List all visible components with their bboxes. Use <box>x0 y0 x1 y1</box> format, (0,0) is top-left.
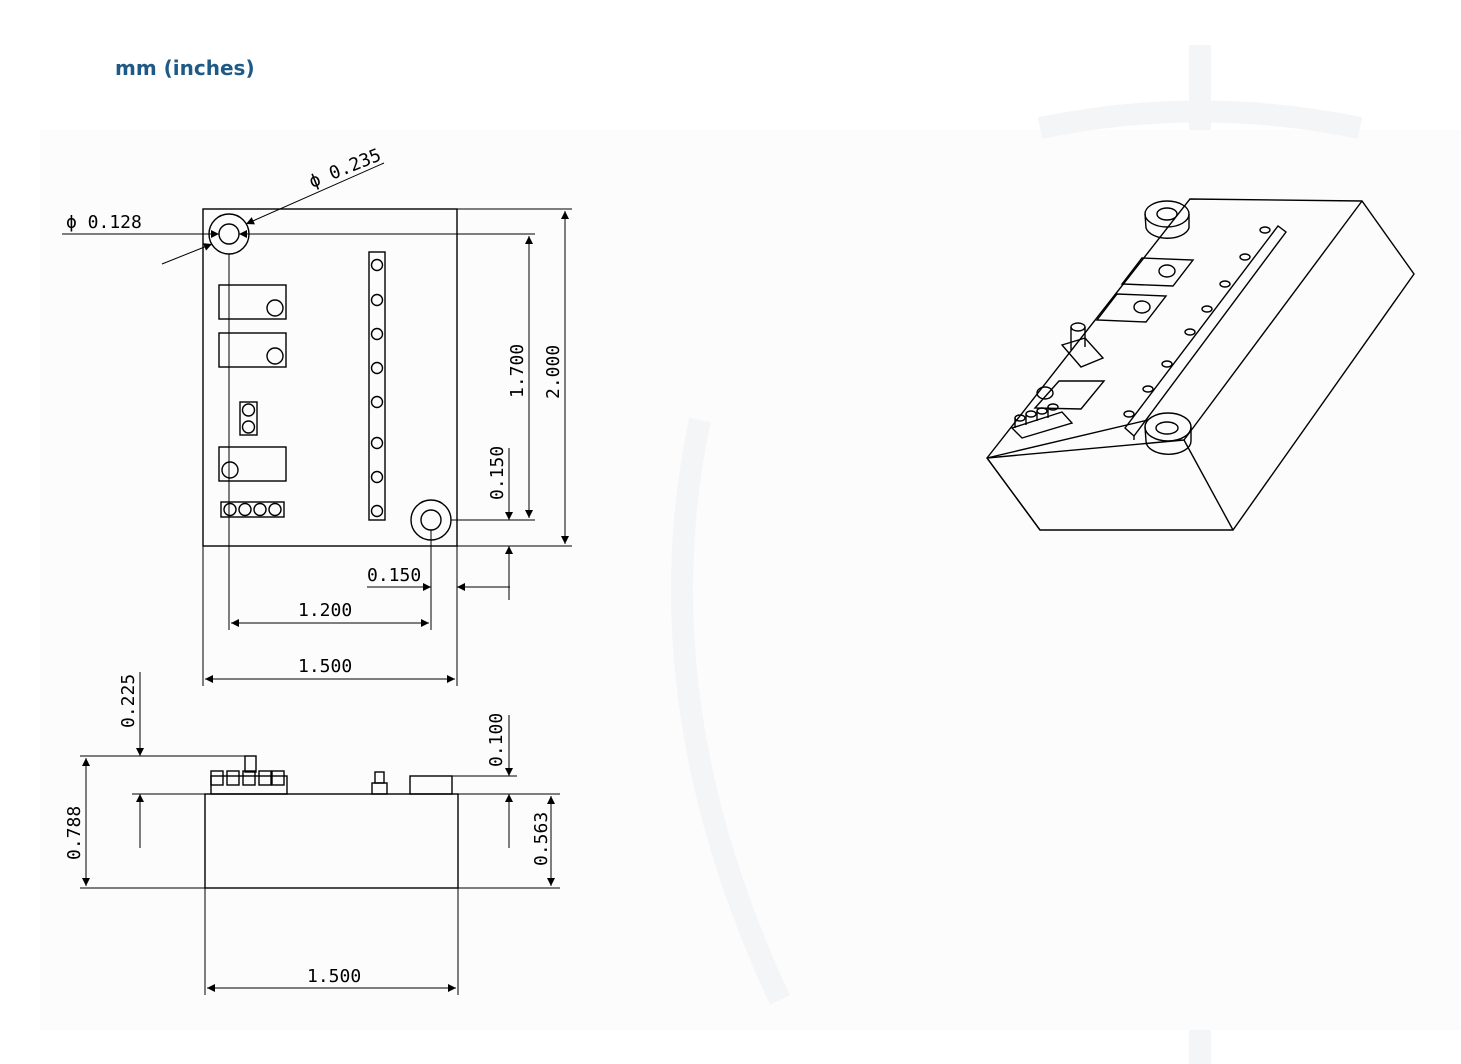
component-3 <box>239 401 258 436</box>
dim-width-1500-side: 1.500 <box>207 966 456 992</box>
side-pin <box>371 771 388 795</box>
dim-label-connector-height: 0.100 <box>486 713 507 767</box>
isometric-view <box>986 198 1415 531</box>
iso-standoff-bottom <box>1144 412 1192 455</box>
iso-connector <box>1010 403 1074 439</box>
dim-total-height-0788: 0.788 <box>64 758 90 886</box>
iso-component-2 <box>1095 293 1168 323</box>
side-block <box>409 775 453 795</box>
iso-component-1 <box>1120 257 1195 287</box>
units-label: mm (inches) <box>115 56 255 80</box>
dim-body-height-0563: 0.563 <box>531 796 555 886</box>
iso-component-3 <box>1060 322 1105 368</box>
component-1 <box>218 284 287 320</box>
iso-component-4 <box>1033 380 1106 410</box>
dim-height-2000: 2.000 <box>457 208 572 547</box>
dim-label-spacing-h: 1.200 <box>298 600 352 621</box>
dim-label-pin-height: 0.225 <box>118 674 139 728</box>
dim-spacing-1700: 1.700 <box>451 236 535 521</box>
dim-diameter-0128: ϕ 0.128 <box>62 212 535 238</box>
dim-offset-0150-h: 0.150 <box>202 254 510 686</box>
dim-label-width-side: 1.500 <box>307 966 361 987</box>
dim-label-dia-hole: ϕ 0.128 <box>66 212 142 233</box>
component-2 <box>218 332 287 368</box>
module-body <box>204 793 459 889</box>
dim-label-spacing-v: 1.700 <box>507 344 528 398</box>
top-view: ϕ 0.235 ϕ 0.128 2.000 1.700 0.150 <box>62 145 572 686</box>
dim-connector-height-0100: 0.100 <box>486 713 513 848</box>
pin-header <box>368 251 386 521</box>
dim-spacing-1200: 1.200 <box>231 600 429 627</box>
connector-4pin <box>220 501 285 518</box>
dim-offset-0150-v: 0.150 <box>487 446 513 600</box>
dim-pin-height-0225: 0.225 <box>118 672 144 848</box>
dim-label-total-height: 0.788 <box>64 806 85 860</box>
iso-pin-header <box>1123 225 1287 440</box>
dim-label-height: 2.000 <box>543 345 564 399</box>
component-4 <box>218 446 287 482</box>
side-view: 0.225 0.788 0.100 0.563 1.500 <box>64 672 560 995</box>
dim-label-body-height: 0.563 <box>531 812 552 866</box>
dim-label-offset-v: 0.150 <box>487 446 508 500</box>
dim-label-width-top: 1.500 <box>298 656 352 677</box>
dim-label-offset-h: 0.150 <box>367 565 421 586</box>
iso-standoff-top <box>1144 200 1190 239</box>
side-connector <box>210 755 288 795</box>
background-watermark <box>40 45 1460 1064</box>
dim-width-1500-top: 1.500 <box>205 656 455 683</box>
pcb-outline <box>202 208 458 547</box>
